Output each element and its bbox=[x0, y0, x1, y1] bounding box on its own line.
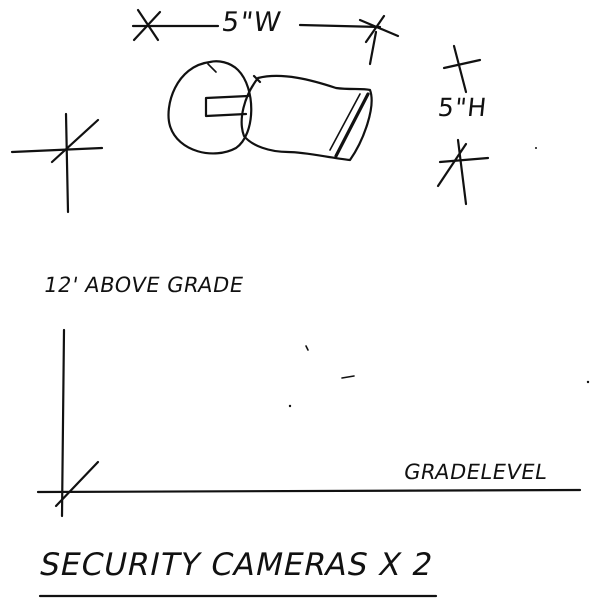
grade-level-line bbox=[36, 460, 582, 508]
camera-arm bbox=[204, 94, 250, 118]
grade-level-label: GRADELEVEL bbox=[401, 460, 550, 484]
camera-body bbox=[240, 74, 373, 162]
height-dimension-marks bbox=[436, 44, 490, 206]
camera-mount-dome bbox=[167, 60, 253, 155]
width-dimension-line bbox=[131, 8, 400, 66]
left-crosshair bbox=[10, 112, 104, 214]
camera-lens bbox=[334, 92, 370, 158]
height-label: 5"H bbox=[436, 93, 489, 122]
caption: SECURITY CAMERAS X 2 bbox=[36, 547, 437, 583]
height-line bbox=[60, 328, 66, 518]
stray-marks bbox=[288, 147, 590, 408]
height-note: 12' ABOVE GRADE bbox=[41, 273, 246, 297]
camera-drawing bbox=[167, 60, 373, 162]
width-label: 5"W bbox=[219, 7, 284, 38]
